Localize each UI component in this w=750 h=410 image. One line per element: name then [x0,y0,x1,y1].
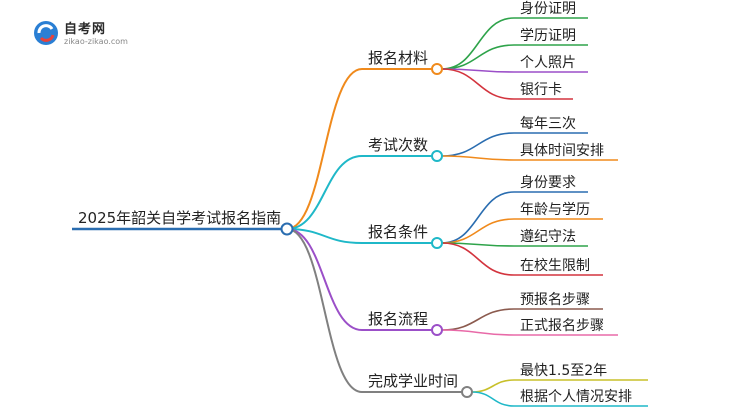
branch-connector [286,68,363,230]
child-label: 每年三次 [520,116,576,132]
branch-label: 完成学业时间 [368,372,458,390]
child-label: 遵纪守法 [520,228,576,245]
branch-label: 考试次数 [368,136,428,154]
child-label: 最快1.5至2年 [520,363,607,379]
child-label: 年龄与学历 [520,202,590,218]
child-connector [441,44,515,70]
branch-connector [286,228,363,393]
logo-title: 自考网 [64,22,107,37]
child-connector [441,242,515,276]
child-label: 银行卡 [520,82,562,98]
child-label: 学历证明 [520,28,576,44]
child-connector [441,191,515,244]
branch-label: 报名条件 [368,223,428,241]
branch-node [461,386,473,398]
child-label: 预报名步骤 [520,292,590,308]
branch-node [431,63,443,75]
branch-connector [286,155,363,230]
child-connector [441,17,515,70]
logo-icon [34,21,58,45]
child-connector [441,308,515,331]
child-connector [441,68,515,100]
child-connector [441,218,515,244]
branch-label: 报名流程 [368,310,428,328]
child-label: 正式报名步骤 [520,318,604,334]
site-logo: 自考网 zikao-zikao.com [32,18,142,54]
child-connector [441,155,515,161]
branch-connector [286,228,363,331]
root-node [280,222,294,236]
child-label: 具体时间安排 [520,143,604,159]
child-connector [441,132,515,157]
child-label: 身份证明 [520,1,576,17]
child-label: 个人照片 [520,55,576,71]
child-connector [471,379,515,393]
logo-url: zikao-zikao.com [64,37,128,46]
child-label: 身份要求 [520,175,576,191]
child-connector [471,391,515,407]
branch-connector [286,228,363,244]
branch-node [431,237,443,249]
child-connector [441,329,515,336]
child-label: 根据个人情况安排 [520,389,632,405]
branch-node [431,150,443,162]
child-label: 在校生限制 [520,257,590,274]
root-label: 2025年韶关自学考试报名指南 [78,209,281,227]
branch-label: 报名材料 [368,49,428,67]
branch-node [431,324,443,336]
